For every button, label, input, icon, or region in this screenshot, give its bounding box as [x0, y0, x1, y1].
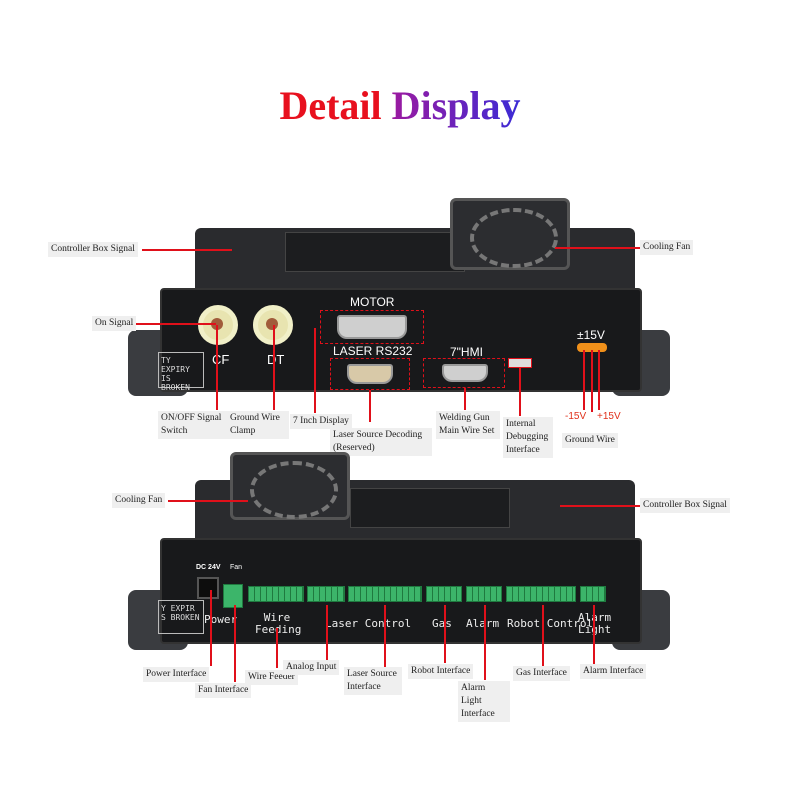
- laser-rs232-label: LASER RS232: [333, 344, 413, 358]
- callout-on-signal: On Signal: [92, 316, 137, 331]
- minus15v-label: -15V: [565, 411, 587, 422]
- plus15v-label: +15V: [597, 411, 621, 422]
- laser-rs232-highlight: [330, 358, 410, 390]
- callout-ground-wire-clamp: Ground Wire Clamp: [227, 411, 289, 439]
- alarm-light-terminal: [580, 586, 606, 602]
- callout-analog-input: Analog Input: [283, 660, 340, 675]
- warranty-sticker: Y EXPIR S BROKEN: [158, 600, 204, 634]
- robot-control-terminal: [506, 586, 576, 602]
- callout-alarm-interface: Alarm Interface: [580, 664, 647, 679]
- callout-cooling-fan-bottom: Cooling Fan: [112, 493, 166, 508]
- motor-label: MOTOR: [350, 295, 395, 309]
- warranty-sticker: TY EXPIRY IS BROKEN: [158, 352, 204, 392]
- motor-port-highlight: [320, 310, 424, 344]
- callout-onoff-signal-switch: ON/OFF Signal Switch: [158, 411, 228, 439]
- callout-controller-box-signal-bottom: Controller Box Signal: [640, 498, 730, 513]
- top-panel-inset: [350, 488, 510, 528]
- pm15v-label: ±15V: [577, 328, 605, 342]
- dc-power-jack: [197, 577, 219, 599]
- device-front-face: [160, 288, 642, 392]
- alarm-terminal: [466, 586, 502, 602]
- title-part-detail: Detail: [279, 83, 382, 128]
- title-part-display: Display: [391, 83, 521, 128]
- callout-fan-interface: Fan Interface: [195, 683, 252, 698]
- debug-port: [508, 358, 532, 368]
- hmi-label: 7"HMI: [450, 345, 483, 359]
- robot-control-label: Robot Control: [507, 617, 594, 630]
- analog-input-terminal: [307, 586, 345, 602]
- dc24v-label: DC 24V: [196, 564, 221, 571]
- wire-feeding-terminal: [248, 586, 304, 602]
- callout-cooling-fan-top: Cooling Fan: [640, 240, 694, 255]
- power-group-label: Power: [204, 613, 238, 626]
- callout-ground-wire: Ground Wire: [562, 433, 618, 448]
- laser-control-terminal: [348, 586, 422, 602]
- callout-controller-box-signal: Controller Box Signal: [48, 242, 138, 257]
- top-panel-inset: [285, 232, 465, 272]
- callout-robot-interface: Robot Interface: [408, 664, 474, 679]
- wire-feeding-label: Wire Feeding: [255, 611, 302, 636]
- page-title: Detail Display: [0, 82, 800, 129]
- callout-laser-source-decoding: Laser Source Decoding (Reserved): [330, 428, 432, 456]
- callout-internal-debugging-interface: Internal Debugging Interface: [503, 417, 553, 458]
- dt-label: DT: [267, 352, 285, 367]
- callout-gas-interface: Gas Interface: [513, 666, 570, 681]
- callout-welding-gun-main-wire-set: Welding Gun Main Wire Set: [436, 411, 500, 439]
- gas-label: Gas: [432, 617, 452, 630]
- hmi-db9-port: [442, 364, 488, 382]
- callout-power-interface: Power Interface: [143, 667, 210, 682]
- fan-label: Fan: [230, 564, 243, 571]
- laser-rs232-port: [347, 364, 393, 384]
- laser-control-label: Laser Control: [325, 617, 412, 630]
- gas-terminal: [426, 586, 462, 602]
- motor-db15-port: [337, 315, 407, 339]
- cooling-fan: [450, 198, 570, 270]
- fan-terminal: [223, 584, 243, 608]
- callout-laser-source-interface: Laser Source Interface: [344, 667, 402, 695]
- alarm-light-label: Alarm Light: [578, 611, 612, 636]
- cf-connector: [198, 305, 238, 345]
- callout-7-inch-display: 7 Inch Display: [290, 414, 352, 429]
- alarm-label: Alarm: [466, 617, 500, 630]
- pm15v-terminal: [577, 343, 607, 352]
- cooling-fan: [230, 452, 350, 520]
- hmi-port-highlight: [423, 358, 505, 388]
- controller-rear-view: CF DT TY EXPIRY IS BROKEN MOTOR LASER RS…: [48, 198, 694, 458]
- callout-alarm-light-interface: Alarm Light Interface: [458, 681, 510, 722]
